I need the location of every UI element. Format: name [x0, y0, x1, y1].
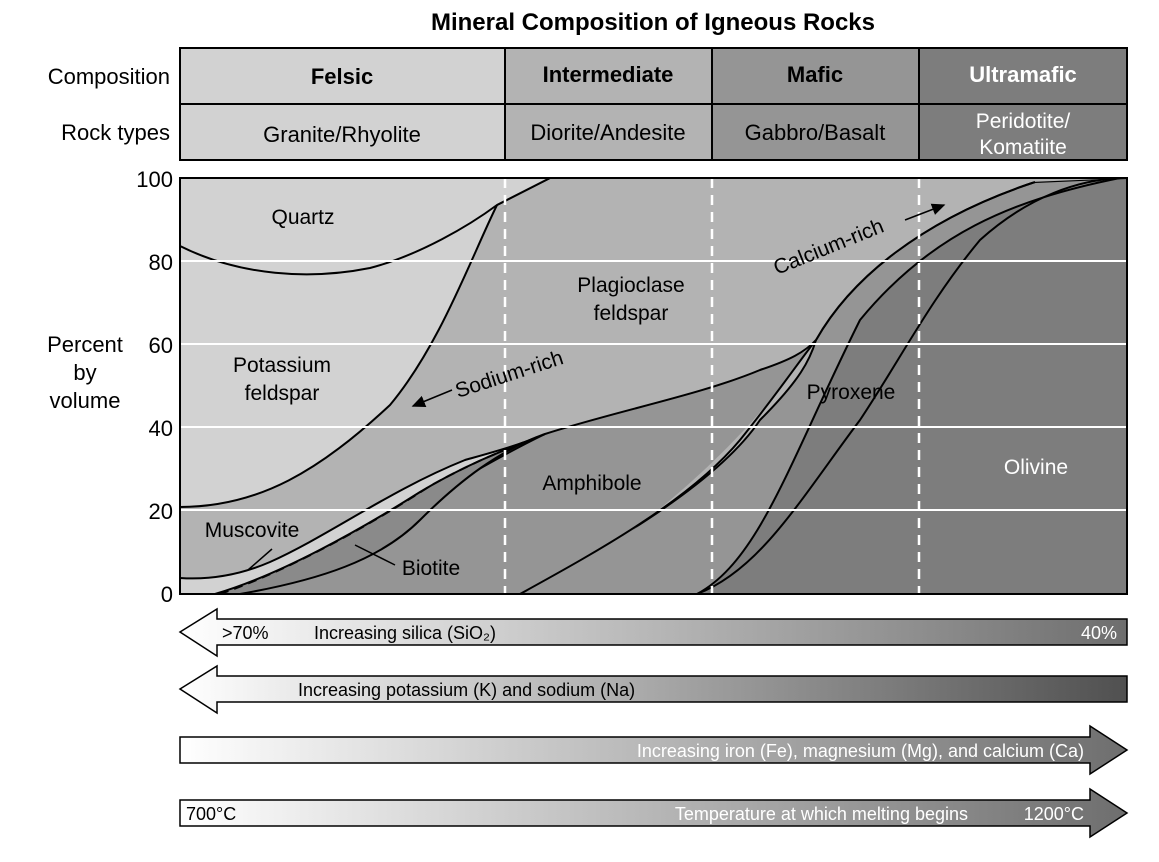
- temp-right-label: 1200°C: [1024, 804, 1084, 824]
- iron-label: Increasing iron (Fe), magnesium (Mg), an…: [637, 741, 1084, 761]
- sodium-rich-arrow: [411, 389, 453, 407]
- calcium-rich-arrow: [904, 203, 946, 221]
- potassium-label: Increasing potassium (K) and sodium (Na): [298, 680, 635, 700]
- composition-row-label: Composition: [48, 64, 170, 89]
- peridotite-label: Peridotite/: [976, 110, 1071, 133]
- header-table: Composition Rock types Felsic Intermedia…: [48, 47, 1128, 161]
- tick-60: 60: [149, 333, 173, 358]
- peridotite-cell: [918, 103, 1128, 161]
- temperature-label: Temperature at which melting begins: [675, 804, 968, 824]
- plagioclase-label-2: feldspar: [594, 302, 669, 325]
- iron-arrow: Increasing iron (Fe), magnesium (Mg), an…: [179, 724, 1129, 776]
- silica-right-label: 40%: [1081, 623, 1117, 643]
- muscovite-label: Muscovite: [205, 519, 300, 542]
- ultramafic-cell: [918, 47, 1128, 105]
- felsic-label: Felsic: [311, 64, 373, 89]
- silica-arrow: >70% Increasing silica (SiO₂) 40%: [178, 607, 1128, 658]
- potassium-arrow: Increasing potassium (K) and sodium (Na): [178, 664, 1128, 715]
- felsic-cell: [179, 47, 506, 105]
- tick-100: 100: [136, 167, 173, 192]
- olivine-boundary: [696, 177, 1121, 595]
- potassium-feldspar-label-2: feldspar: [245, 382, 320, 405]
- column-dividers: [503, 178, 921, 594]
- diorite-cell: [504, 103, 713, 161]
- olivine-label: Olivine: [1004, 456, 1068, 479]
- pyroxene-boundary: [519, 181, 1036, 595]
- temperature-arrow-shape: [179, 787, 1129, 839]
- tick-40: 40: [149, 416, 173, 441]
- quartz-label: Quartz: [271, 206, 334, 229]
- ylabel-line3: volume: [50, 388, 121, 413]
- intermediate-cell: [504, 47, 713, 105]
- muscovite-leader: [247, 548, 273, 571]
- chart-title: Mineral Composition of Igneous Rocks: [431, 9, 875, 36]
- plagioclase-label-1: Plagioclase: [577, 274, 684, 297]
- gabbro-basalt-label: Gabbro/Basalt: [745, 120, 886, 145]
- biotite-label: Biotite: [402, 557, 460, 580]
- silica-left-label: >70%: [222, 623, 269, 643]
- tick-20: 20: [149, 499, 173, 524]
- diorite-andesite-label: Diorite/Andesite: [530, 120, 685, 145]
- gridlines: [180, 260, 1127, 511]
- quartz-region: [179, 177, 551, 276]
- ultramafic-label: Ultramafic: [969, 62, 1077, 87]
- plagioclase-boundary: [544, 339, 817, 435]
- amphibole-label: Amphibole: [542, 472, 641, 495]
- ylabel-line1: Percent: [47, 332, 123, 357]
- biotite-leader: [354, 544, 396, 566]
- silica-arrow-shape: [178, 607, 1128, 658]
- silica-label: Increasing silica (SiO₂): [314, 623, 496, 643]
- tick-80: 80: [149, 250, 173, 275]
- ylabel-line2: by: [73, 360, 96, 385]
- temperature-arrow: 700°C Temperature at which melting begin…: [179, 787, 1129, 839]
- komatiite-label: Komatiite: [979, 136, 1067, 159]
- rock-types-row-label: Rock types: [61, 120, 170, 145]
- temp-left-label: 700°C: [186, 804, 236, 824]
- intermediate-label: Intermediate: [543, 62, 674, 87]
- plot-frame: [179, 177, 1128, 595]
- muscovite-biotite-divider: [219, 433, 546, 595]
- granite-rhyolite-label: Granite/Rhyolite: [263, 122, 421, 147]
- potassium-feldspar-label-1: Potassium: [233, 354, 331, 377]
- mafic-label: Mafic: [787, 62, 843, 87]
- plot-area: Quartz Potassium feldspar Plagioclase fe…: [179, 177, 1128, 595]
- pyroxene-label: Pyroxene: [807, 381, 896, 404]
- y-axis: 0 20 40 60 80 100 Percent by volume: [47, 167, 173, 607]
- iron-arrow-shape: [179, 724, 1129, 776]
- potassium-arrow-shape: [178, 664, 1128, 715]
- tick-0: 0: [161, 582, 173, 607]
- gabbro-cell: [711, 103, 920, 161]
- granite-cell: [179, 103, 506, 161]
